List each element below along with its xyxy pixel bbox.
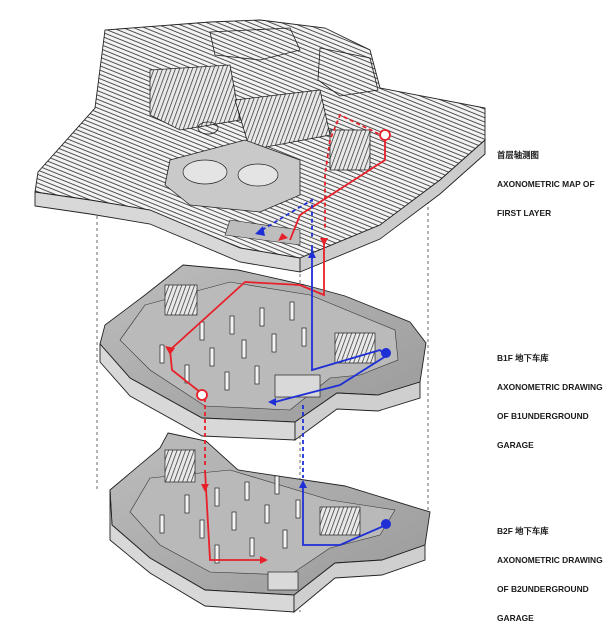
b1f-title-en-1: AXONOMETRIC DRAWING: [497, 381, 603, 392]
b1f-title-en-3: GARAGE: [497, 439, 534, 450]
red-route-start-marker: [379, 129, 391, 141]
blue-route-b2f-marker: [381, 519, 391, 529]
first-layer-slab: [34, 19, 486, 273]
red-route: [165, 113, 386, 564]
b2f-title-en-2: OF B2UNDERGROUND: [497, 583, 589, 594]
blue-route: [255, 198, 388, 546]
first-layer-label: 首层轴测图 AXONOMETRIC MAP OF FIRST LAYER: [497, 132, 612, 228]
b2f-title-zh: B2F 地下车库: [497, 526, 549, 537]
b1f-title-en-2: OF B1UNDERGROUND: [497, 410, 589, 421]
b2f-label: B2F 地下车库 AXONOMETRIC DRAWING OF B2UNDERG…: [497, 508, 612, 633]
b2f-title-en-3: GARAGE: [497, 612, 534, 623]
b1f-title-zh: B1F 地下车库: [497, 353, 549, 364]
blue-route-b1f-marker: [381, 348, 391, 358]
b1f-garage-slab: [99, 264, 427, 441]
first-layer-title-zh: 首层轴测图: [497, 150, 539, 161]
red-route-b1f-marker: [196, 389, 208, 401]
b1f-label: B1F 地下车库 AXONOMETRIC DRAWING OF B1UNDERG…: [497, 335, 612, 460]
first-layer-title-en-1: AXONOMETRIC MAP OF: [497, 178, 595, 189]
b2f-garage-slab: [109, 432, 431, 613]
first-layer-title-en-2: FIRST LAYER: [497, 207, 552, 218]
b2f-title-en-1: AXONOMETRIC DRAWING: [497, 554, 603, 565]
